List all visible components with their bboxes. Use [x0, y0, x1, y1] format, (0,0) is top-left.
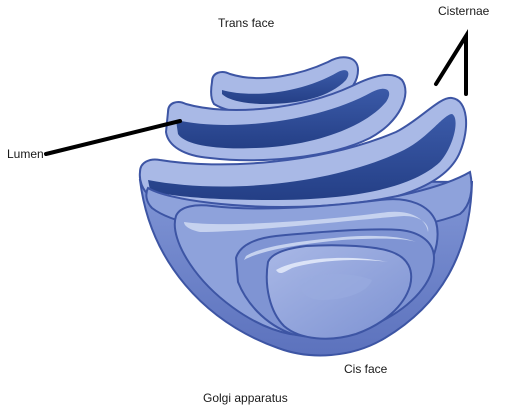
cisternae-leader-line: [434, 29, 468, 96]
trans-face-label: Trans face: [218, 16, 275, 30]
cisterna-2: [164, 73, 407, 162]
cisterna-innermost: [265, 244, 413, 340]
cisternae-label: Cisternae: [438, 4, 490, 18]
lumen-leader-line: [44, 119, 182, 156]
diagram-caption: Golgi apparatus: [203, 391, 288, 405]
cis-face-label: Cis face: [344, 362, 388, 376]
lumen-label: Lumen: [7, 147, 44, 161]
